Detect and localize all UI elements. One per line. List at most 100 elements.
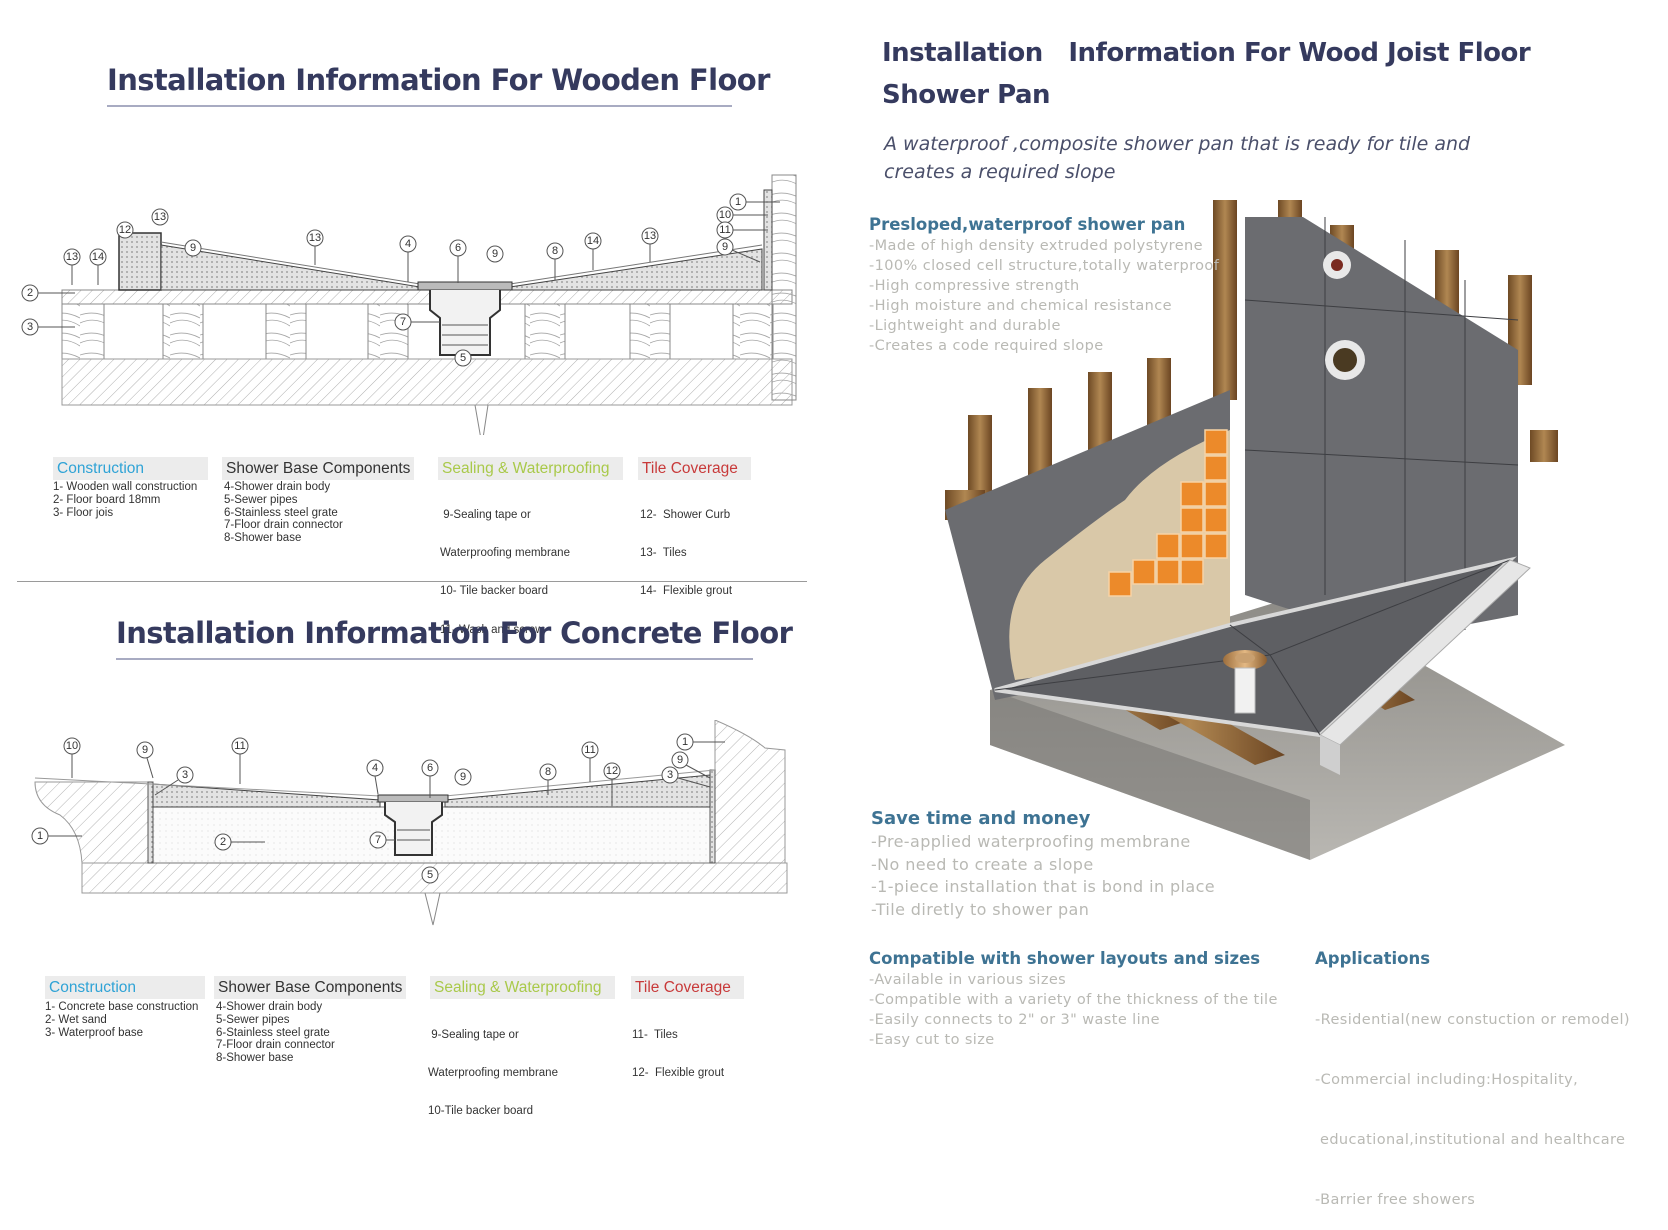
callout-9-drain: 9 (486, 245, 504, 263)
callout-9-right: 9 (671, 751, 711, 779)
legend-item: 5-Sewer pipes (224, 493, 298, 506)
concrete-legend-components-list: 4-Shower drain body 5-Sewer pipes 6-Stai… (216, 1001, 335, 1065)
callout-4: 4 (399, 235, 417, 282)
legend-item: 12- Flexible grout (632, 1066, 725, 1079)
svg-text:5: 5 (427, 869, 433, 881)
svg-text:1: 1 (735, 196, 741, 208)
callout-6: 6 (449, 239, 467, 283)
feature-item: -High moisture and chemical resistance (869, 298, 1172, 314)
concrete-legend-tile-list: 11- Tiles 12- Flexible grout (632, 1003, 724, 1093)
feature-save-heading: Save time and money (871, 808, 1091, 829)
concrete-legend-sealing-heading: Sealing & Waterproofing (430, 976, 615, 999)
feature-item: -Compatible with a variety of the thickn… (869, 992, 1278, 1008)
callout-7: 7 (369, 831, 395, 849)
svg-text:11: 11 (584, 744, 595, 756)
legend-item: 10- Tile backer board (440, 585, 549, 598)
callout-4: 4 (366, 759, 384, 795)
svg-text:13: 13 (644, 230, 656, 242)
legend-item: Waterproofing membrane (428, 1066, 558, 1079)
legend-item: 8-Shower base (216, 1052, 294, 1065)
callout-9-left: 9 (184, 239, 202, 257)
waterproof-base-left (147, 781, 154, 864)
orange-wall-tiles (1108, 429, 1228, 597)
shower-curb (118, 232, 162, 291)
svg-text:14: 14 (587, 235, 599, 247)
callout-7: 7 (394, 313, 440, 331)
feature-item: -Lightweight and durable (869, 318, 1061, 334)
feature-applications-heading: Applications (1315, 949, 1431, 968)
callout-14-a: 14 (89, 248, 107, 285)
legend-item: 6-Stainless steel grate (216, 1026, 330, 1039)
concrete-legend-tile-heading: Tile Coverage (631, 976, 744, 999)
callout-3-left: 3 (154, 766, 194, 796)
legend-item: 3- Floor jois (53, 506, 114, 519)
feature-item: -Easily connects to 2" or 3" waste line (869, 1012, 1160, 1028)
svg-text:1: 1 (37, 830, 43, 842)
shower-pan-3d-illustration (945, 200, 1565, 860)
shower-head-pipe (1331, 259, 1343, 271)
feature-item: educational,institutional and healthcare (1315, 1132, 1626, 1148)
callout-2: 2 (21, 284, 75, 302)
callout-13-a: 13 (63, 248, 81, 285)
subtitle-line: A waterproof ,composite shower pan that … (884, 133, 1471, 155)
feature-compatible-list: -Available in various sizes -Compatible … (869, 970, 1278, 1050)
legend-item: 6-Stainless steel grate (224, 506, 338, 519)
callout-11: 11 (716, 221, 768, 239)
drain-pipe (1234, 667, 1256, 714)
legend-item: 12- Shower Curb (640, 508, 731, 521)
wooden-floor-title: Installation Information For Wooden Floo… (107, 63, 770, 97)
callout-10: 10 (716, 206, 768, 224)
callout-13-b: 13 (151, 208, 169, 226)
legend-item: 2- Wet sand (45, 1013, 107, 1026)
concrete-legend-construction-list: 1- Concrete base construction 2- Wet san… (45, 1001, 198, 1039)
svg-text:4: 4 (405, 238, 411, 250)
wooden-legend-construction-heading: Construction (53, 457, 208, 480)
shower-base-right (444, 774, 711, 808)
callout-1-right: 1 (676, 733, 725, 751)
wooden-floor-title-rule (107, 105, 732, 107)
legend-item: Waterproofing membrane (440, 546, 570, 559)
callout-3: 3 (21, 318, 75, 336)
legend-item: 11- Wash and screw (440, 623, 544, 636)
feature-presloped-heading: Presloped,waterproof shower pan (869, 215, 1186, 234)
shower-drain (417, 281, 513, 356)
svg-text:4: 4 (372, 762, 378, 774)
break-mark (474, 404, 489, 435)
svg-text:9: 9 (460, 771, 466, 783)
legend-item: 7-Floor drain connector (224, 519, 343, 532)
callout-13-d: 13 (641, 227, 659, 262)
subtitle-line: creates a required slope (884, 161, 1116, 183)
feature-save-list: -Pre-applied waterproofing membrane -No … (871, 831, 1215, 921)
callout-9-drain: 9 (454, 768, 472, 786)
feature-item: -High compressive strength (869, 278, 1080, 294)
concrete-legend-construction-heading: Construction (45, 976, 205, 999)
svg-text:6: 6 (455, 242, 461, 254)
legend-item: 9-Sealing tape or (428, 1028, 519, 1041)
wooden-legend-tile-heading: Tile Coverage (638, 457, 751, 480)
wooden-legend-components-list: 4-Shower drain body 5-Sewer pipes 6-Stai… (224, 481, 343, 545)
svg-text:9: 9 (722, 241, 728, 253)
legend-item: 8-Shower base (224, 532, 302, 545)
svg-text:6: 6 (427, 762, 433, 774)
svg-text:3: 3 (667, 769, 673, 781)
svg-text:9: 9 (142, 744, 148, 756)
callout-14-b: 14 (584, 232, 602, 270)
legend-item: 14- Flexible grout (640, 585, 733, 598)
feature-item: -Creates a code required slope (869, 338, 1104, 354)
wooden-legend-tile-list: 12- Shower Curb 13- Tiles 14- Flexible g… (640, 483, 732, 611)
legend-item: 1- Wooden wall construction (53, 481, 198, 493)
shower-drain (377, 794, 449, 856)
wood-joist-subtitle: A waterproof ,composite shower pan that … (884, 130, 1470, 186)
svg-text:14: 14 (92, 251, 104, 263)
wooden-floor-section-diagram: 1 10 11 9 2 3 13 14 12 13 9 13 4 6 9 7 5… (21, 174, 797, 435)
callout-10: 10 (63, 737, 81, 778)
wood-joist-title-line1: Installation Information For Wood Joist … (882, 38, 1531, 68)
legend-item: 4-Shower drain body (224, 481, 331, 493)
legend-item: 3- Waterproof base (45, 1026, 144, 1039)
svg-text:8: 8 (552, 245, 558, 257)
feature-item: -Easy cut to size (869, 1032, 995, 1048)
shower-curb-face (1320, 735, 1340, 775)
legend-item: 2- Floor board 18mm (53, 493, 161, 506)
callout-1-left: 1 (31, 827, 82, 845)
feature-item: -Barrier free showers (1315, 1192, 1476, 1208)
